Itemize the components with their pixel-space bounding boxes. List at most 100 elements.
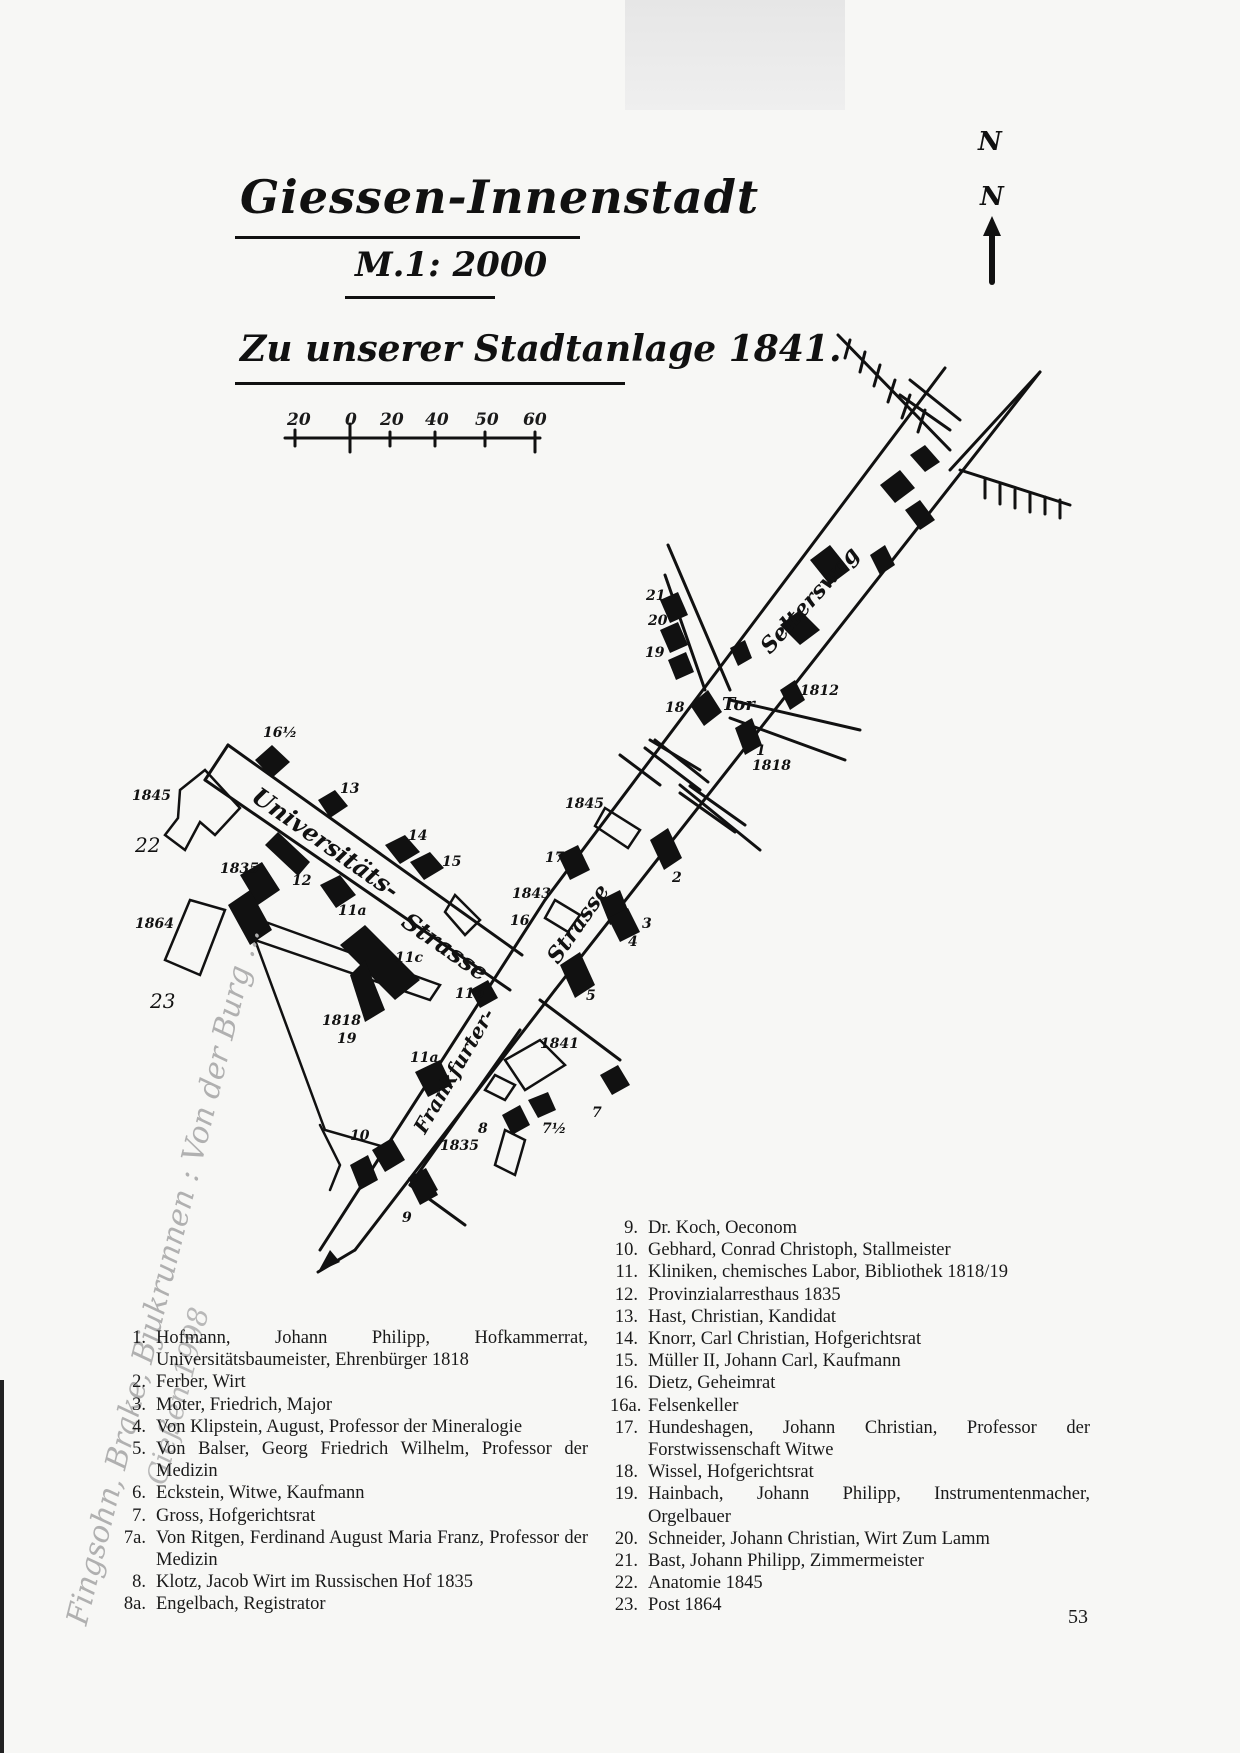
legend-text: Gross, Hofgerichtsrat [156,1505,316,1526]
street-label-tor: Tor [722,694,756,715]
map-label: 12 [292,873,312,889]
map-label: 4 [628,934,638,950]
legend-number: 6. [132,1483,146,1504]
title-underline-1 [235,236,580,239]
legend-text: Provinzialarresthaus 1835 [648,1284,841,1305]
scale-bar [283,422,542,454]
map-title: Giessen-Innenstadt [240,170,760,224]
map-label: 16½ [263,725,297,741]
legend-number: 15. [614,1351,638,1372]
legend-row: 8a.Engelbach, Registrator [118,1593,588,1615]
direction-arrow-icon [318,1250,340,1272]
legend-row: 12. Provinzialarresthaus 1835 [610,1284,1090,1306]
legend-text: Knorr, Carl Christian, Hofgerichtsrat [648,1329,922,1350]
legend-right: 9.Dr. Koch, Oeconom 10.Gebhard, Conrad C… [610,1217,1090,1617]
map-label: 10 [350,1128,370,1144]
legend-text: Hainbach, Johann Philipp, Instrumentenma… [648,1484,1090,1527]
map-label: 7½ [542,1121,566,1137]
map-label: 1845 [565,796,604,812]
north-label: N [979,182,1005,212]
title-underline-2 [345,296,495,299]
legend-row: 11.Kliniken, chemisches Labor, Bibliothe… [610,1261,1090,1283]
legend-text: Von Balser, Georg Friedrich Wilhelm, Pro… [156,1439,588,1482]
legend-number: 22. [614,1573,638,1594]
legend-text: Ferber, Wirt [156,1372,246,1393]
legend-text: Von Ritgen, Ferdinand August Maria Franz… [156,1527,588,1571]
legend-number: 23. [614,1595,638,1616]
scan-shadow [625,0,845,110]
legend-row: 8. Klotz, Jacob Wirt im Russischen Hof 18… [118,1571,588,1593]
map-label: 11c [395,950,423,966]
legend-number: 17. [614,1417,638,1438]
map-label: 1843 [512,886,551,902]
legend-row: 21.Bast, Johann Philipp, Zimmermeister [610,1550,1090,1572]
scale-tick-label: 20 [287,410,311,430]
legend-row: 16. Dietz, Geheimrat [610,1372,1090,1394]
legend-row: 6. Eckstein, Witwe, Kaufmann [118,1482,588,1504]
map-scale-ratio: M.1: 2000 [355,245,548,285]
legend-number: 4. [132,1416,146,1437]
legend-row: 19. Hainbach, Johann Philipp, Instrumente… [610,1483,1090,1527]
legend-row: 3. Moter, Friedrich, Major [118,1394,588,1416]
legend-number: 2. [132,1372,146,1393]
legend-row: 14.Knorr, Carl Christian, Hofgerichtsrat [610,1328,1090,1350]
map-label: 19 [645,645,665,661]
map-label: 18 [665,700,685,716]
legend-number: 7a. [123,1527,146,1548]
map-label: 17 [545,850,565,866]
map-label: 14 [408,828,427,844]
legend-text: Von Klipstein, August, Professor der Min… [156,1416,523,1437]
legend-row: 23.Post 1864 [610,1594,1090,1616]
title-underline-3 [235,382,625,385]
legend-number: 19. [614,1484,638,1505]
map-label: 1864 [135,916,174,932]
legend-row: 1.Hofmann, Johann Philipp, Hofkammerrat,… [118,1327,588,1371]
legend-number: 3. [132,1394,146,1415]
map-label: 1845 [132,788,171,804]
legend-text: Hast, Christian, Kandidat [648,1306,837,1327]
legend-text: Eckstein, Witwe, Kaufmann [156,1483,365,1504]
legend-number: 7. [132,1505,146,1526]
legend-text: Felsenkeller [648,1395,739,1416]
scale-tick-label: 20 [380,410,404,430]
map-label: 1841 [540,1036,579,1052]
legend-left: 1.Hofmann, Johann Philipp, Hofkammerrat,… [118,1327,588,1616]
map-label: 1 [756,743,766,759]
legend-number: 8. [132,1572,146,1593]
scale-tick-label: 50 [475,410,499,430]
map-subtitle: Zu unserer Stadtanlage 1841. [240,328,842,370]
legend-text: Gebhard, Conrad Christoph, Stallmeister [648,1240,951,1261]
scale-tick-label: 0 [345,410,357,430]
map-label: 21 [645,588,665,604]
legend-number: 12. [614,1284,638,1305]
legend-row: 18.Wissel, Hofgerichtsrat [610,1461,1090,1483]
scale-tick-label: 60 [523,410,547,430]
legend-number: 16a. [610,1395,642,1416]
map-label: 2 [671,870,682,886]
map-label: 20 [647,613,668,629]
legend-text: Klotz, Jacob Wirt im Russischen Hof 1835 [156,1572,473,1593]
legend-row: 4. Von Klipstein, August, Professor der M… [118,1416,588,1438]
legend-text: Kliniken, chemisches Labor, Bibliothek 1… [648,1262,1008,1283]
map-label: 22 [134,833,160,857]
town-wall [643,333,1072,834]
legend-text: Hofmann, Johann Philipp, Hofkammerrat, U… [156,1328,588,1371]
legend-number: 10. [614,1240,638,1261]
legend-text: Engelbach, Registrator [156,1594,326,1615]
map-label: 5 [586,988,596,1004]
legend-text: Moter, Friedrich, Major [156,1394,332,1415]
binding-edge [0,1380,4,1753]
map-label: 3 [642,916,652,932]
legend-row: 17. Hundeshagen, Johann Christian, Profes… [610,1417,1090,1461]
legend-number: 16. [614,1373,638,1394]
map-label: 16 [510,913,530,929]
legend-text: Dietz, Geheimrat [648,1373,776,1394]
map-label: 11b [455,986,484,1002]
legend-text: Anatomie 1845 [648,1573,763,1594]
legend-text: Hundeshagen, Johann Christian, Professor… [648,1417,1090,1461]
legend-row: 22. Anatomie 1845 [610,1572,1090,1594]
legend-number: 5. [132,1439,146,1460]
road-side-streets [618,370,1042,852]
legend-row: 7. Gross, Hofgerichtsrat [118,1505,588,1527]
